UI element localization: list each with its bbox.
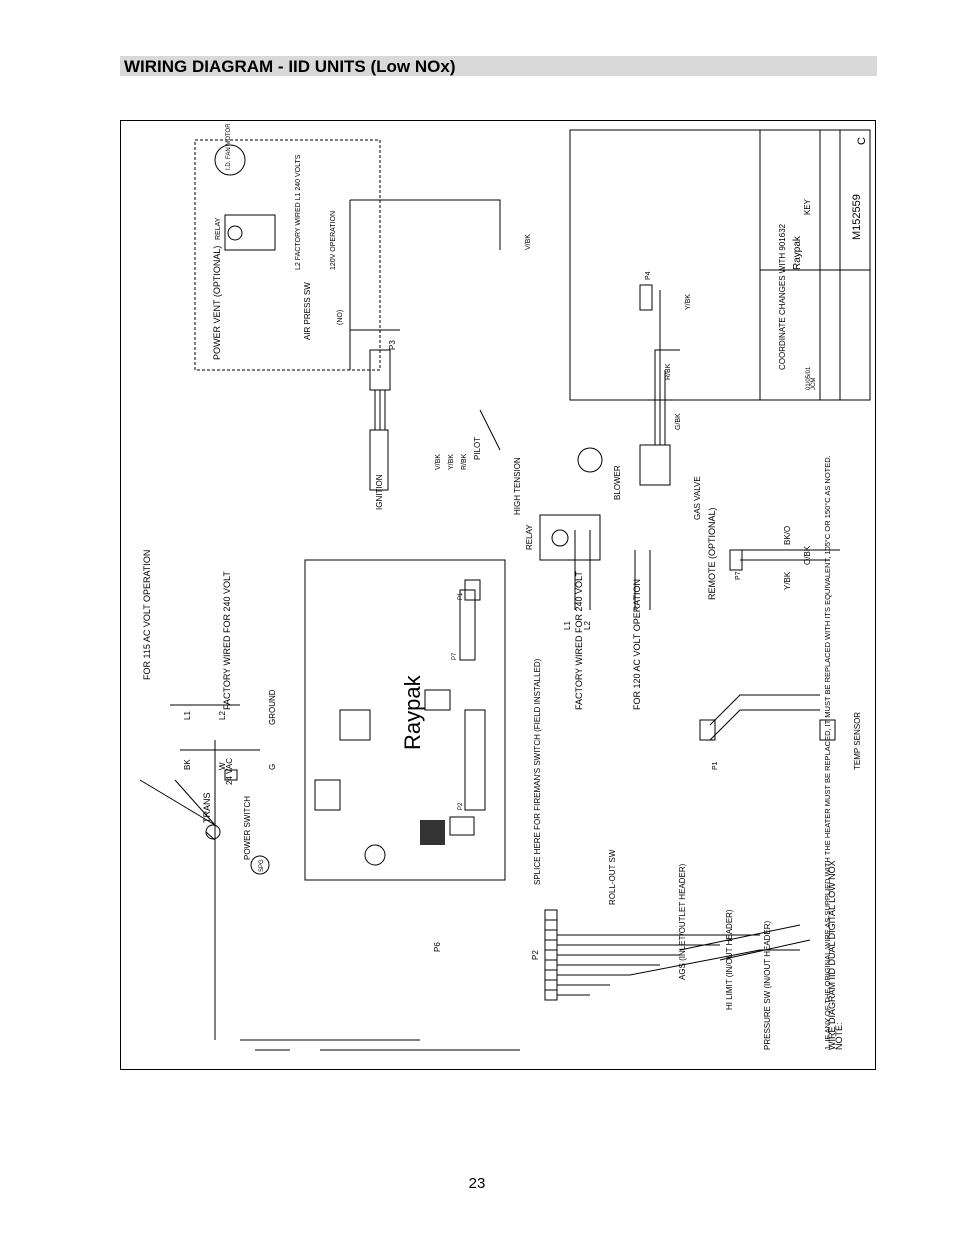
- page-title: WIRING DIAGRAM - IID UNITS (Low NOx): [124, 57, 456, 76]
- blower-label: BLOWER: [613, 465, 622, 500]
- ags-label: AGS (INLET/OUTLET HEADER): [678, 863, 687, 980]
- remote-label: REMOTE (OPTIONAL): [707, 507, 717, 600]
- p2-board-label: P2: [458, 802, 464, 810]
- p7-remote-label: P7: [735, 571, 742, 580]
- l1-relay-label: L1: [563, 621, 572, 630]
- factory-pv-label: L2 FACTORY WIRED L1 240 VOLTS: [295, 154, 302, 270]
- pv-relay-label: RELAY: [215, 217, 222, 240]
- l2-relay-label: L2: [583, 621, 592, 630]
- ybk-label: Y/BK: [685, 294, 692, 310]
- dwg-title: WIRE DIAGRAM IID DUAL DIGITAL LOW NOX: [827, 860, 837, 1050]
- l2-label: L2: [218, 711, 227, 720]
- temp-sensor-label: TEMP SENSOR: [853, 712, 862, 770]
- gbk-label: G/BK: [675, 413, 682, 430]
- note-text: 1. IF ANY OF THE ORIGINAL WIRE AS SUPPLI…: [823, 455, 832, 1050]
- pressure-label: PRESSURE SW (IN/OUT HEADER): [763, 920, 772, 1050]
- p2-label: P2: [531, 950, 540, 960]
- label-240: FACTORY WIRED FOR 240 VOLT: [222, 571, 232, 710]
- factory-240-label: FACTORY WIRED FOR 240 VOLT: [574, 571, 584, 710]
- rollout-label: ROLL-OUT SW: [608, 849, 617, 905]
- gas-valve-label: GAS VALVE: [693, 476, 702, 520]
- ignition-label: IGNITION: [375, 474, 384, 510]
- date-value: 01/05/01: [806, 366, 812, 390]
- key-label: KEY: [803, 198, 812, 215]
- section-banner: WIRING DIAGRAM - IID UNITS (Low NOx): [120, 56, 877, 76]
- p3-label: P3: [388, 340, 397, 350]
- power-vent-section: POWER VENT (OPTIONAL) RELAY I.D. FAN MOT…: [194, 123, 501, 371]
- splice-label: SPLICE HERE FOR FIREMAN'S SWITCH (FIELD …: [533, 658, 542, 885]
- air-press-label: AIR PRESS SW: [303, 282, 312, 340]
- power-vent-title: POWER VENT (OPTIONAL): [212, 246, 222, 360]
- motor-label: I.D. FAN MOTOR: [226, 123, 232, 170]
- relay-label: RELAY: [525, 524, 534, 550]
- label-115: FOR 115 AC VOLT OPERATION: [142, 550, 152, 680]
- ign-wire-3: R/BK: [461, 453, 468, 470]
- spg-label: SPG: [259, 859, 265, 872]
- power-supply-section: POWER SWITCH 24 VAC P6 TRANS SPG FOR 115…: [139, 550, 520, 1051]
- p7-board-label: P7: [452, 652, 458, 660]
- op-120-label: FOR 120 AC VOLT OPERATION: [632, 579, 642, 710]
- note-label: NOTE:: [834, 1022, 844, 1050]
- drawn-value: JCM: [811, 378, 817, 390]
- gas-valve-section: GAS VALVE BLOWER P4 G/BK R/BK Y/BK V/BK: [525, 234, 702, 520]
- trans-label: TRANS: [202, 792, 212, 823]
- bko-label: BK/O: [783, 526, 792, 545]
- l1-label: L1: [183, 711, 192, 720]
- rbk-label: R/BK: [665, 363, 672, 380]
- p6-label: P6: [433, 942, 442, 952]
- vbk-gas-label: V/BK: [525, 234, 532, 250]
- p1-board-label: P1: [458, 592, 464, 600]
- relay-section: RELAY L1 L2 FACTORY WIRED FOR 240 VOLT F…: [525, 507, 862, 770]
- ign-wire-1: V/BK: [435, 454, 442, 470]
- control-board: Raypak P7 P2 P1: [304, 559, 506, 881]
- board-brand: Raypak: [400, 674, 425, 750]
- diagram-canvas: NOTE: 1. IF ANY OF THE ORIGINAL WIRE AS …: [120, 120, 876, 1070]
- rev-value: C: [856, 137, 868, 145]
- hilimit-label: HI LIMIT (IN/OUT HEADER): [725, 909, 734, 1010]
- dwg-number: M152559: [851, 194, 863, 240]
- raypak-logo: Raypak: [792, 235, 803, 270]
- pilot-label: PILOT: [473, 437, 482, 460]
- coordinate-label: COORDINATE CHANGES WITH 901632: [778, 223, 787, 370]
- no-label: (NO): [337, 310, 344, 325]
- title-block: COORDINATE CHANGES WITH 901632 WIRE DIAG…: [569, 129, 871, 1050]
- ign-wire-2: Y/BK: [448, 454, 455, 470]
- g-label: G: [268, 764, 277, 770]
- p1-sensor-label: P1: [712, 761, 719, 770]
- w-label: W: [218, 762, 227, 770]
- op120-pv-label: 120V OPERATION: [330, 211, 337, 270]
- rotated-drawing: NOTE: 1. IF ANY OF THE ORIGINAL WIRE AS …: [139, 123, 871, 1051]
- ybk-remote-label: Y/BK: [783, 571, 792, 590]
- bk-label: BK: [183, 759, 192, 770]
- obk-label: O/BK: [803, 545, 812, 565]
- power-switch-label: POWER SWITCH: [243, 796, 252, 860]
- vac-label: 24 VAC: [225, 758, 234, 785]
- ground-label: GROUND: [268, 689, 277, 725]
- high-tension-label: HIGH TENSION: [513, 457, 522, 515]
- page-number: 23: [468, 1175, 486, 1192]
- wiring-diagram: NOTE: 1. IF ANY OF THE ORIGINAL WIRE AS …: [120, 120, 876, 1070]
- p4-label: P4: [645, 271, 652, 280]
